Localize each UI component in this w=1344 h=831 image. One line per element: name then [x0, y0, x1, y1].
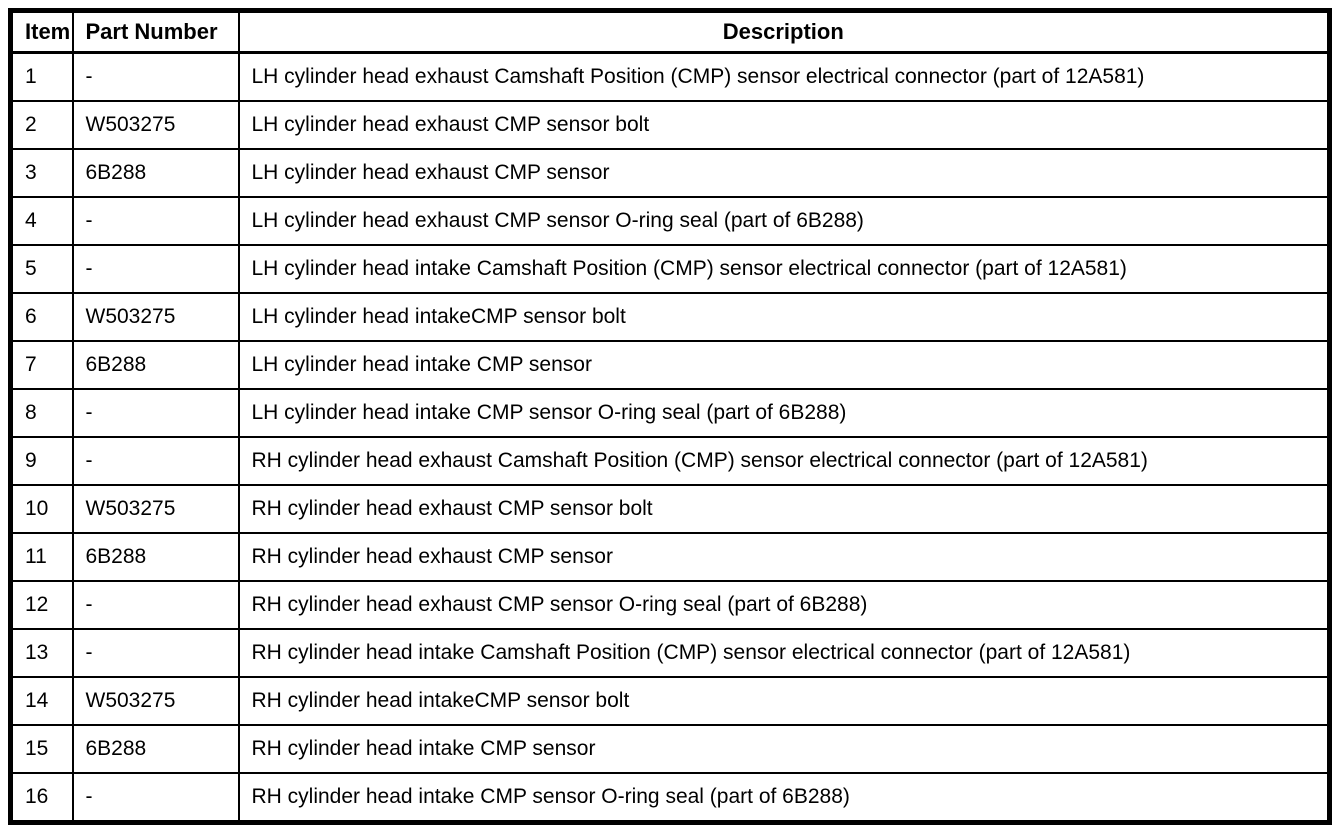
table-row: 11 6B288 RH cylinder head exhaust CMP se… [9, 532, 1331, 582]
item-cell: 15 [9, 724, 74, 774]
column-header-item: Item [9, 9, 74, 54]
table-row: 13 - RH cylinder head intake Camshaft Po… [9, 628, 1331, 678]
description-cell: LH cylinder head exhaust CMP sensor bolt [237, 100, 1331, 150]
description-cell: LH cylinder head exhaust CMP sensor O-ri… [237, 196, 1331, 246]
item-cell: 8 [9, 388, 74, 438]
table-row: 16 - RH cylinder head intake CMP sensor … [9, 772, 1331, 824]
column-header-part-number: Part Number [71, 9, 240, 54]
item-cell: 7 [9, 340, 74, 390]
description-cell: RH cylinder head intakeCMP sensor bolt [237, 676, 1331, 726]
part-number-cell: 6B288 [71, 724, 240, 774]
description-cell: RH cylinder head exhaust Camshaft Positi… [237, 436, 1331, 486]
item-cell: 10 [9, 484, 74, 534]
description-cell: LH cylinder head intake CMP sensor O-rin… [237, 388, 1331, 438]
description-cell: RH cylinder head exhaust CMP sensor O-ri… [237, 580, 1331, 630]
description-cell: LH cylinder head exhaust Camshaft Positi… [237, 51, 1331, 102]
item-cell: 1 [9, 51, 74, 102]
table-row: 9 - RH cylinder head exhaust Camshaft Po… [9, 436, 1331, 486]
part-number-cell: W503275 [71, 292, 240, 342]
part-number-cell: - [71, 51, 240, 102]
part-number-cell: - [71, 388, 240, 438]
table-row: 15 6B288 RH cylinder head intake CMP sen… [9, 724, 1331, 774]
part-number-cell: W503275 [71, 676, 240, 726]
item-cell: 2 [9, 100, 74, 150]
part-number-cell: - [71, 436, 240, 486]
description-cell: LH cylinder head intake CMP sensor [237, 340, 1331, 390]
table-row: 14 W503275 RH cylinder head intakeCMP se… [9, 676, 1331, 726]
part-number-cell: - [71, 244, 240, 294]
item-cell: 6 [9, 292, 74, 342]
parts-table: Item Part Number Description 1 - LH cyli… [8, 8, 1332, 825]
description-cell: RH cylinder head exhaust CMP sensor [237, 532, 1331, 582]
item-cell: 4 [9, 196, 74, 246]
part-number-cell: - [71, 196, 240, 246]
item-cell: 5 [9, 244, 74, 294]
description-cell: LH cylinder head intakeCMP sensor bolt [237, 292, 1331, 342]
part-number-cell: W503275 [71, 484, 240, 534]
table-row: 10 W503275 RH cylinder head exhaust CMP … [9, 484, 1331, 534]
item-cell: 14 [9, 676, 74, 726]
item-cell: 16 [9, 772, 74, 824]
table-row: 5 - LH cylinder head intake Camshaft Pos… [9, 244, 1331, 294]
table-row: 8 - LH cylinder head intake CMP sensor O… [9, 388, 1331, 438]
part-number-cell: - [71, 628, 240, 678]
table-row: 2 W503275 LH cylinder head exhaust CMP s… [9, 100, 1331, 150]
part-number-cell: W503275 [71, 100, 240, 150]
item-cell: 9 [9, 436, 74, 486]
description-cell: LH cylinder head intake Camshaft Positio… [237, 244, 1331, 294]
description-cell: RH cylinder head intake CMP sensor [237, 724, 1331, 774]
part-number-cell: - [71, 772, 240, 824]
description-cell: RH cylinder head exhaust CMP sensor bolt [237, 484, 1331, 534]
table-row: 4 - LH cylinder head exhaust CMP sensor … [9, 196, 1331, 246]
part-number-cell: 6B288 [71, 532, 240, 582]
part-number-cell: 6B288 [71, 148, 240, 198]
table-row: 12 - RH cylinder head exhaust CMP sensor… [9, 580, 1331, 630]
header-row: Item Part Number Description [9, 9, 1331, 54]
table-row: 1 - LH cylinder head exhaust Camshaft Po… [9, 51, 1331, 102]
description-cell: RH cylinder head intake CMP sensor O-rin… [237, 772, 1331, 824]
table-body: 1 - LH cylinder head exhaust Camshaft Po… [9, 51, 1331, 824]
item-cell: 11 [9, 532, 74, 582]
description-cell: LH cylinder head exhaust CMP sensor [237, 148, 1331, 198]
part-number-cell: - [71, 580, 240, 630]
item-cell: 13 [9, 628, 74, 678]
table-row: 7 6B288 LH cylinder head intake CMP sens… [9, 340, 1331, 390]
description-cell: RH cylinder head intake Camshaft Positio… [237, 628, 1331, 678]
column-header-description: Description [237, 9, 1331, 54]
table-row: 3 6B288 LH cylinder head exhaust CMP sen… [9, 148, 1331, 198]
table-row: 6 W503275 LH cylinder head intakeCMP sen… [9, 292, 1331, 342]
part-number-cell: 6B288 [71, 340, 240, 390]
item-cell: 3 [9, 148, 74, 198]
item-cell: 12 [9, 580, 74, 630]
